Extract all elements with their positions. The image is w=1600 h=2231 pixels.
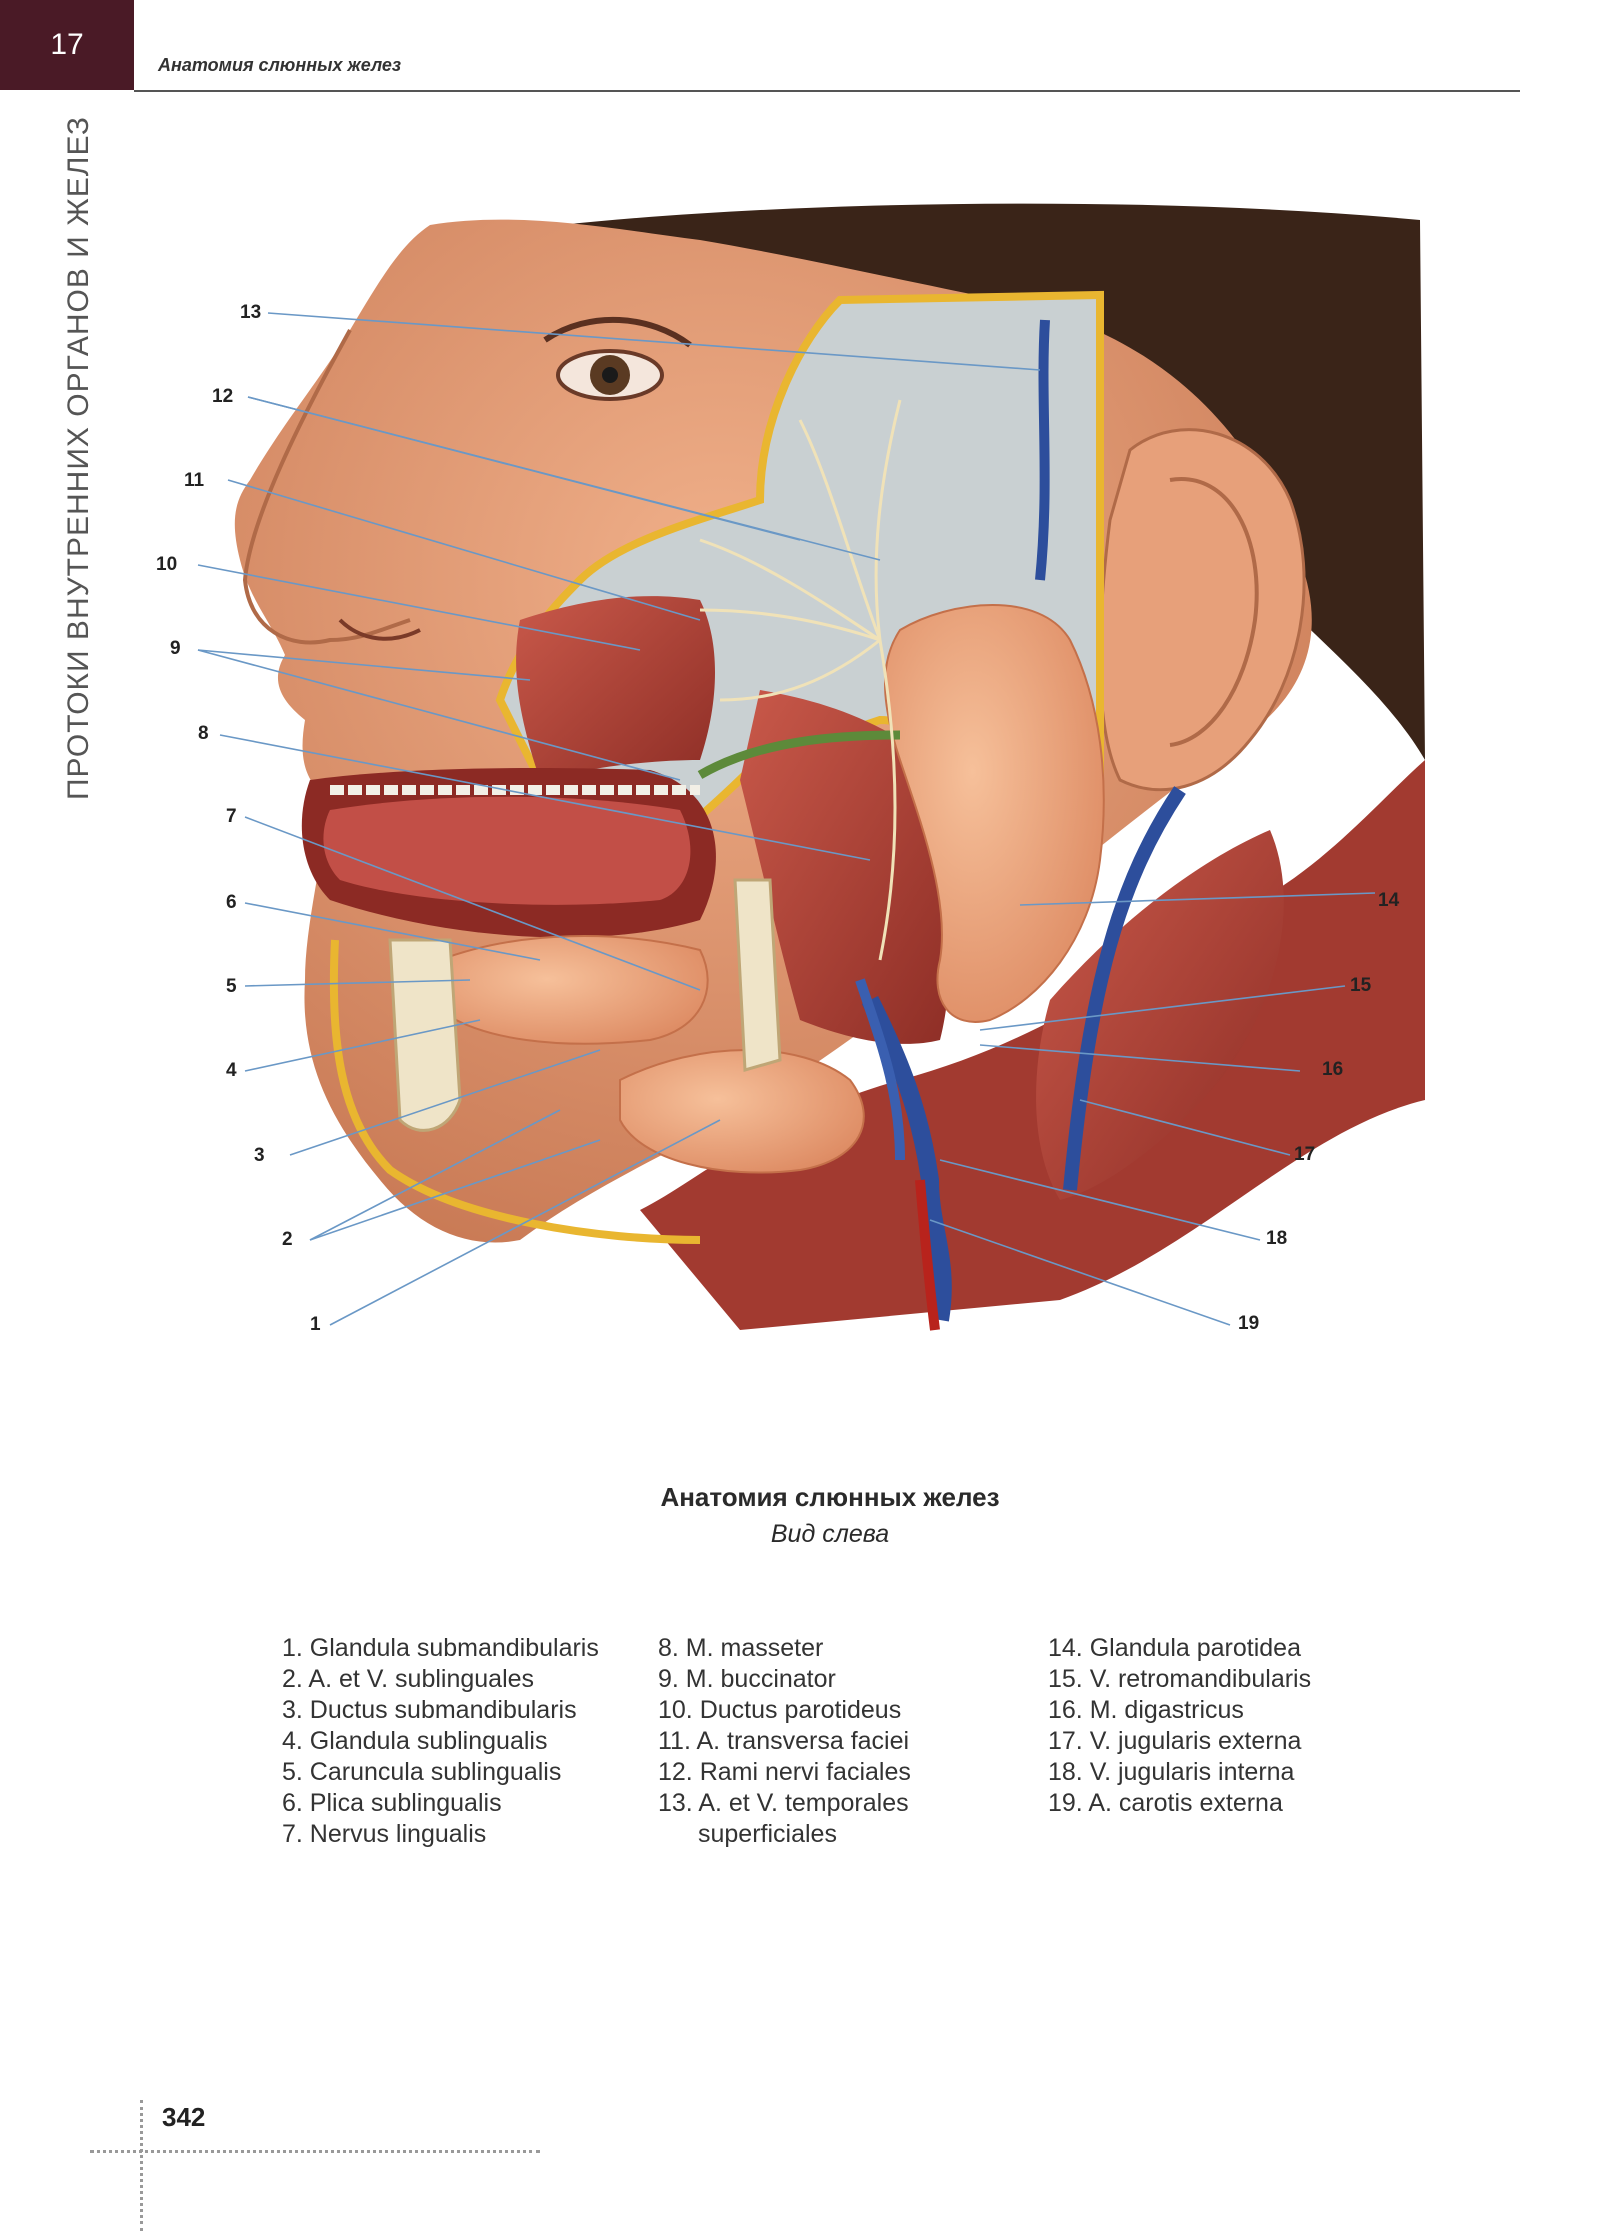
facial-nerve-branches xyxy=(699,399,902,961)
external-carotid-artery xyxy=(915,1179,940,1331)
neck-region xyxy=(640,760,1425,1330)
legend-item: 19. A. carotis externa xyxy=(1048,1789,1283,1817)
chapter-number-tab: 17 xyxy=(0,0,134,90)
hair-region xyxy=(560,203,1425,761)
callout-5: 5 xyxy=(226,976,237,997)
legend-item: 11. A. transversa faciei xyxy=(658,1727,910,1755)
tongue xyxy=(323,796,691,905)
callout-6: 6 xyxy=(226,892,237,913)
callout-13: 13 xyxy=(240,302,262,323)
legend-item: 15. V. retromandibularis xyxy=(1048,1665,1312,1693)
legend-item: 17. V. jugularis externa xyxy=(1048,1727,1302,1755)
parotid-duct xyxy=(697,730,901,779)
legend-item: 10. Ductus parotideus xyxy=(658,1696,902,1724)
mandible-section-ramus xyxy=(733,878,782,1072)
legend-item: 4. Glandula sublingualis xyxy=(282,1727,548,1755)
legend-item: 9. M. buccinator xyxy=(658,1665,836,1693)
callout-7: 7 xyxy=(226,806,237,827)
submandibular-gland xyxy=(619,1049,865,1174)
sublingual-gland xyxy=(439,935,709,1045)
callout-12: 12 xyxy=(212,386,234,407)
footer-vertical-dotted-rule xyxy=(140,2100,143,2231)
internal-jugular-vein xyxy=(861,995,952,1322)
legend-item: 13. A. et V. temporales xyxy=(658,1789,909,1817)
legend-item: 18. V. jugularis interna xyxy=(1048,1758,1295,1786)
callout-18: 18 xyxy=(1266,1228,1288,1249)
external-jugular-vein xyxy=(1063,786,1186,1191)
retromandibular-vein xyxy=(855,978,905,1161)
callout-1: 1 xyxy=(310,1314,321,1335)
legend-item-continuation: superficiales xyxy=(698,1820,837,1848)
masseter-muscle xyxy=(740,690,951,1044)
buccinator-muscle xyxy=(516,596,715,780)
page-number: 342 xyxy=(162,2102,206,2132)
callout-17: 17 xyxy=(1294,1144,1316,1165)
legend-column-2: 8. M. masseter 9. M. buccinator 10. Duct… xyxy=(658,1633,911,1850)
running-title: Анатомия слюнных желез xyxy=(158,55,402,75)
head-neck-dissection-drawing xyxy=(197,203,1425,1331)
callout-11: 11 xyxy=(184,470,205,491)
legend-item: 5. Caruncula sublingualis xyxy=(282,1758,562,1786)
legend-item: 6. Plica sublingualis xyxy=(282,1789,502,1817)
neck-muscle xyxy=(1036,830,1284,1200)
nose xyxy=(242,329,411,645)
callout-2: 2 xyxy=(282,1229,293,1250)
figure-caption-subtitle: Вид слева xyxy=(770,1520,890,1548)
legend-item: 16. M. digastricus xyxy=(1048,1696,1244,1724)
legend-column-3: 14. Glandula parotidea 15. V. retromandi… xyxy=(1048,1633,1311,1819)
legend-item: 7. Nervus lingualis xyxy=(282,1820,487,1848)
legend-item: 8. M. masseter xyxy=(658,1634,824,1662)
temporal-vein xyxy=(1035,319,1050,581)
footer-horizontal-dotted-rule xyxy=(90,2150,540,2153)
callout-leader-lines xyxy=(197,312,1376,1326)
callout-19: 19 xyxy=(1238,1313,1260,1334)
callout-10: 10 xyxy=(156,554,178,575)
legend-item: 3. Ductus submandibularis xyxy=(282,1696,577,1724)
callout-4: 4 xyxy=(226,1060,237,1081)
legend-column-1: 1. Glandula submandibularis 2. A. et V. … xyxy=(282,1633,599,1850)
legend-item: 12. Rami nervi faciales xyxy=(658,1758,911,1786)
parotid-gland xyxy=(884,604,1105,1023)
legend-item: 14. Glandula parotidea xyxy=(1048,1634,1301,1662)
callout-8: 8 xyxy=(198,723,209,744)
callout-15: 15 xyxy=(1350,975,1372,996)
anatomical-illustration: 13 12 11 10 9 8 7 6 5 4 3 2 1 14 15 16 1… xyxy=(156,203,1425,1335)
callout-14: 14 xyxy=(1378,890,1400,911)
mandible-section-front xyxy=(388,938,462,1132)
header-rule xyxy=(134,90,1520,92)
figure-caption-title: Анатомия слюнных желез xyxy=(660,1482,1000,1512)
legend-item: 2. A. et V. sublinguales xyxy=(282,1665,535,1693)
callout-3: 3 xyxy=(254,1145,265,1166)
callout-9: 9 xyxy=(170,638,181,659)
callout-16: 16 xyxy=(1322,1059,1344,1080)
jaw-fascia-border xyxy=(329,939,701,1244)
legend-item: 1. Glandula submandibularis xyxy=(282,1634,599,1662)
